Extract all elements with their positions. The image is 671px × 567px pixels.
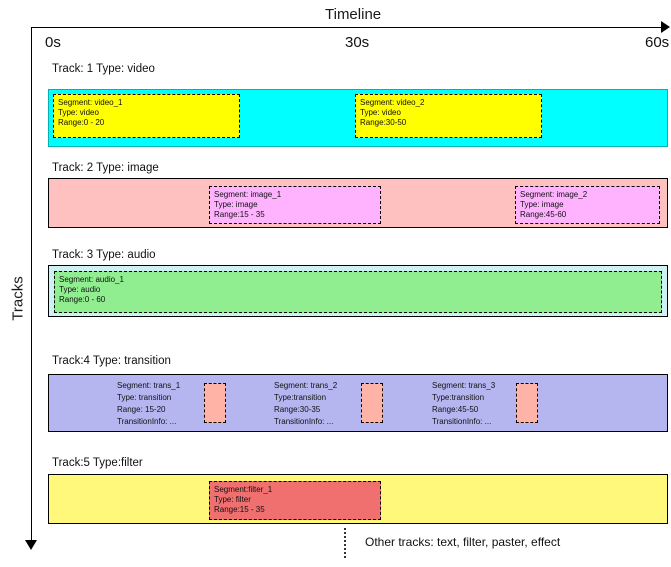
segment-line: Range: 15-20 (117, 405, 166, 414)
timeline-arrow-icon (661, 21, 670, 33)
segment-line: Range:15 - 35 (214, 505, 265, 515)
track-caption-1: Track: 1 Type: video (52, 63, 155, 75)
segment-audio_1[interactable]: Segment: audio_1 Type: audio Range:0 - 6… (54, 271, 662, 313)
segment-line: Range:45-50 (432, 405, 479, 414)
segment-line: TransitionInfo: ... (117, 417, 177, 426)
track-bar-audio: Segment: audio_1 Type: audio Range:0 - 6… (48, 265, 668, 317)
tick-0s: 0s (45, 34, 61, 51)
segment-line: Type: transition (117, 393, 172, 402)
segment-video_2[interactable]: Segment: video_2 Type: video Range:30-50 (355, 94, 542, 138)
tick-30s: 30s (345, 34, 370, 51)
segment-line: Segment: video_2 (360, 98, 425, 107)
track-caption-2: Track: 2 Type: image (52, 162, 159, 174)
transition-marker-2[interactable] (361, 383, 383, 423)
segment-line: Segment: image_1 (214, 190, 282, 199)
segment-filter_1[interactable]: Segment:filter_1 Type: filter Range:15 -… (209, 481, 381, 520)
segment-trans_2[interactable]: Segment: trans_2 Type:transition Range:3… (274, 380, 337, 428)
segment-trans_1[interactable]: Segment: trans_1 Type: transition Range:… (117, 380, 180, 428)
segment-line: Segment: trans_3 (432, 381, 496, 390)
tracks-axis-title: Tracks (9, 276, 27, 321)
segment-line: Range:45-60 (520, 210, 567, 220)
segment-line: Type:transition (432, 393, 485, 402)
other-tracks-note: Other tracks: text, filter, paster, effe… (365, 535, 561, 549)
track-bar-filter: Segment:filter_1 Type: filter Range:15 -… (48, 474, 668, 524)
segment-line: Segment: audio_1 (59, 275, 124, 284)
segment-line: Segment: trans_1 (117, 381, 181, 390)
tracks-arrow-icon (25, 540, 37, 550)
segment-image_2[interactable]: Segment: image_2 Type: image Range:45-60 (515, 186, 660, 224)
segment-line: Type: video (58, 108, 99, 118)
segment-line: Range:15 - 35 (214, 210, 265, 220)
timeline-axis-title: Timeline (325, 6, 382, 23)
segment-line: Range:30-50 (360, 118, 407, 128)
segment-line: Range:0 - 20 (58, 118, 105, 128)
segment-video_1[interactable]: Segment: video_1 Type: video Range:0 - 2… (53, 94, 240, 138)
segment-line: Type: image (214, 200, 258, 210)
segment-image_1[interactable]: Segment: image_1 Type: image Range:15 - … (209, 186, 381, 224)
segment-line: Segment: video_1 (58, 98, 123, 107)
transition-marker-1[interactable] (204, 383, 226, 423)
tick-60s: 60s (645, 34, 670, 51)
segment-line: Range:30-35 (274, 405, 321, 414)
track-bar-transition: Segment: trans_1 Type: transition Range:… (48, 374, 668, 432)
segment-line: Type: filter (214, 495, 251, 505)
segment-line: Type: video (360, 108, 401, 118)
segment-line: Range:0 - 60 (59, 295, 106, 305)
segment-line: TransitionInfo: ... (432, 417, 492, 426)
track-caption-3: Track: 3 Type: audio (52, 249, 156, 261)
segment-trans_3[interactable]: Segment: trans_3 Type:transition Range:4… (432, 380, 495, 428)
timeline-axis-line (31, 27, 663, 28)
ellipsis-icon (344, 528, 346, 558)
segment-line: Segment:filter_1 (214, 485, 273, 494)
segment-line: TransitionInfo: ... (274, 417, 334, 426)
track-caption-5: Track:5 Type:filter (52, 457, 143, 469)
segment-line: Segment: trans_2 (274, 381, 338, 390)
segment-line: Type:transition (274, 393, 327, 402)
track-caption-4: Track:4 Type: transition (52, 355, 171, 367)
tracks-axis-line (31, 27, 32, 544)
segment-line: Type: audio (59, 285, 101, 295)
track-bar-image: Segment: image_1 Type: image Range:15 - … (48, 178, 668, 228)
segment-line: Type: image (520, 200, 564, 210)
transition-marker-3[interactable] (516, 383, 538, 423)
track-bar-video: Segment: video_1 Type: video Range:0 - 2… (48, 89, 668, 147)
segment-line: Segment: image_2 (520, 190, 588, 199)
